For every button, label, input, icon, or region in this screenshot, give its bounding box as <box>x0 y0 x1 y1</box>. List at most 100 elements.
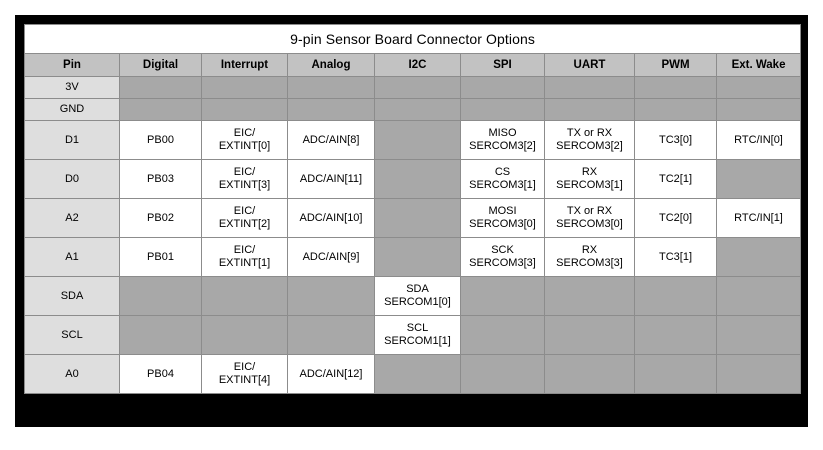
cell-line-1: RTC/IN[1] <box>734 211 783 224</box>
function-cell: PB01 <box>119 237 202 277</box>
function-cell: TC2[0] <box>634 198 717 238</box>
unavailable-cell <box>715 76 802 99</box>
pin-label: A1 <box>24 237 120 277</box>
cell-line-2: EXTINT[0] <box>218 140 271 152</box>
unavailable-cell <box>634 76 717 99</box>
unavailable-cell <box>634 276 717 316</box>
function-cell: PB04 <box>119 354 202 394</box>
cell-line-1: CS <box>494 166 511 178</box>
unavailable-cell <box>715 159 802 199</box>
unavailable-cell <box>119 276 202 316</box>
unavailable-cell <box>544 276 635 316</box>
cell-line-2: SERCOM3[1] <box>469 179 536 191</box>
column-header-spi: SPI <box>460 53 545 77</box>
unavailable-cell <box>287 76 375 99</box>
cell-line-1: ADC/AIN[8] <box>302 133 360 146</box>
pin-label: A0 <box>24 354 120 394</box>
unavailable-cell <box>544 76 635 99</box>
cell-line-1: EIC/ <box>233 166 256 178</box>
unavailable-cell <box>374 159 461 199</box>
cell-line-1: SCK <box>491 244 514 256</box>
cell-line-1: MISO <box>488 127 517 139</box>
cell-line-2: SERCOM1[1] <box>384 335 451 347</box>
cell-line-2: EXTINT[1] <box>218 257 271 269</box>
unavailable-cell <box>119 76 202 99</box>
pin-label: D0 <box>24 159 120 199</box>
unavailable-cell <box>201 98 288 121</box>
cell-line-2: EXTINT[2] <box>218 218 271 230</box>
cell-line-2: SERCOM3[3] <box>556 257 623 269</box>
cell-line-2: SERCOM3[0] <box>556 218 623 230</box>
cell-line-1: TC3[0] <box>658 133 692 146</box>
unavailable-cell <box>634 354 717 394</box>
unavailable-cell <box>715 98 802 121</box>
pin-label: 3V <box>24 76 120 99</box>
cell-line-1: ADC/AIN[10] <box>299 211 363 224</box>
unavailable-cell <box>374 354 461 394</box>
unavailable-cell <box>119 98 202 121</box>
pin-label: SCL <box>24 315 120 355</box>
unavailable-cell <box>374 120 461 160</box>
table-row: 3V <box>24 76 802 99</box>
unavailable-cell <box>287 315 375 355</box>
unavailable-cell <box>287 98 375 121</box>
unavailable-cell <box>201 76 288 99</box>
function-cell: RTC/IN[0] <box>715 120 802 160</box>
cell-line-1: TC2[1] <box>658 172 692 185</box>
function-cell: PB02 <box>119 198 202 238</box>
column-header-i2c: I2C <box>374 53 461 77</box>
unavailable-cell <box>460 354 545 394</box>
function-cell: EIC/EXTINT[0] <box>201 120 288 160</box>
cell-line-1: TX or RX <box>566 205 613 217</box>
unavailable-cell <box>460 276 545 316</box>
cell-line-1: SCL <box>406 322 429 334</box>
function-cell: ADC/AIN[11] <box>287 159 375 199</box>
unavailable-cell <box>374 98 461 121</box>
unavailable-cell <box>544 315 635 355</box>
unavailable-cell <box>119 315 202 355</box>
function-cell: TC3[0] <box>634 120 717 160</box>
function-cell: PB03 <box>119 159 202 199</box>
cell-line-1: PB03 <box>147 172 174 185</box>
column-header-pwm: PWM <box>634 53 717 77</box>
unavailable-cell <box>374 76 461 99</box>
column-header-digital: Digital <box>119 53 202 77</box>
cell-line-2: SERCOM1[0] <box>384 296 451 308</box>
unavailable-cell <box>374 237 461 277</box>
function-cell: ADC/AIN[9] <box>287 237 375 277</box>
cell-line-1: PB04 <box>147 367 174 380</box>
cell-line-2: EXTINT[3] <box>218 179 271 191</box>
column-header-interrupt: Interrupt <box>201 53 288 77</box>
function-cell: EIC/EXTINT[4] <box>201 354 288 394</box>
unavailable-cell <box>544 98 635 121</box>
unavailable-cell <box>715 315 802 355</box>
column-header-uart: UART <box>544 53 635 77</box>
column-header-pin: Pin <box>24 53 120 77</box>
cell-line-2: SERCOM3[0] <box>469 218 536 230</box>
cell-line-1: TC2[0] <box>658 211 692 224</box>
table-title: 9-pin Sensor Board Connector Options <box>23 24 802 54</box>
cell-line-2: EXTINT[4] <box>218 374 271 386</box>
cell-line-1: EIC/ <box>233 205 256 217</box>
cell-line-2: SERCOM3[2] <box>556 140 623 152</box>
table-frame: 9-pin Sensor Board Connector Options Pin… <box>15 15 808 427</box>
unavailable-cell <box>460 315 545 355</box>
function-cell: PB00 <box>119 120 202 160</box>
unavailable-cell <box>544 354 635 394</box>
pin-label: GND <box>24 98 120 121</box>
unavailable-cell <box>715 276 802 316</box>
pin-label: D1 <box>24 120 120 160</box>
unavailable-cell <box>715 237 802 277</box>
unavailable-cell <box>634 315 717 355</box>
function-cell: EIC/EXTINT[3] <box>201 159 288 199</box>
